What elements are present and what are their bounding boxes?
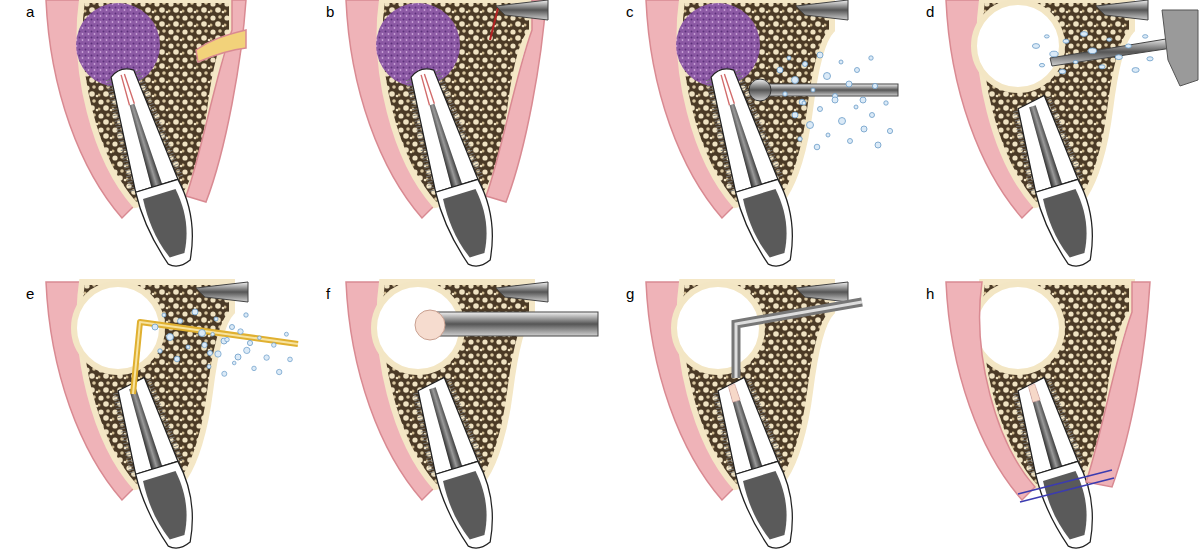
- panel-letter: a: [26, 4, 34, 19]
- panel-d: [946, 0, 1198, 273]
- panel-letter: f: [326, 286, 330, 301]
- panel-a: [46, 0, 246, 273]
- panel-c: [646, 0, 898, 273]
- panel-letter: e: [26, 286, 34, 301]
- panel-g: [646, 282, 862, 553]
- panel-h: [946, 282, 1150, 553]
- panel-letter: b: [326, 4, 334, 19]
- panel-e: [46, 282, 298, 553]
- panel-letter: h: [926, 286, 934, 301]
- panel-letter: d: [926, 4, 934, 19]
- panel-letter: g: [626, 286, 634, 301]
- panel-letter: c: [626, 4, 634, 19]
- panel-b: [346, 0, 548, 273]
- panel-f: [346, 282, 598, 553]
